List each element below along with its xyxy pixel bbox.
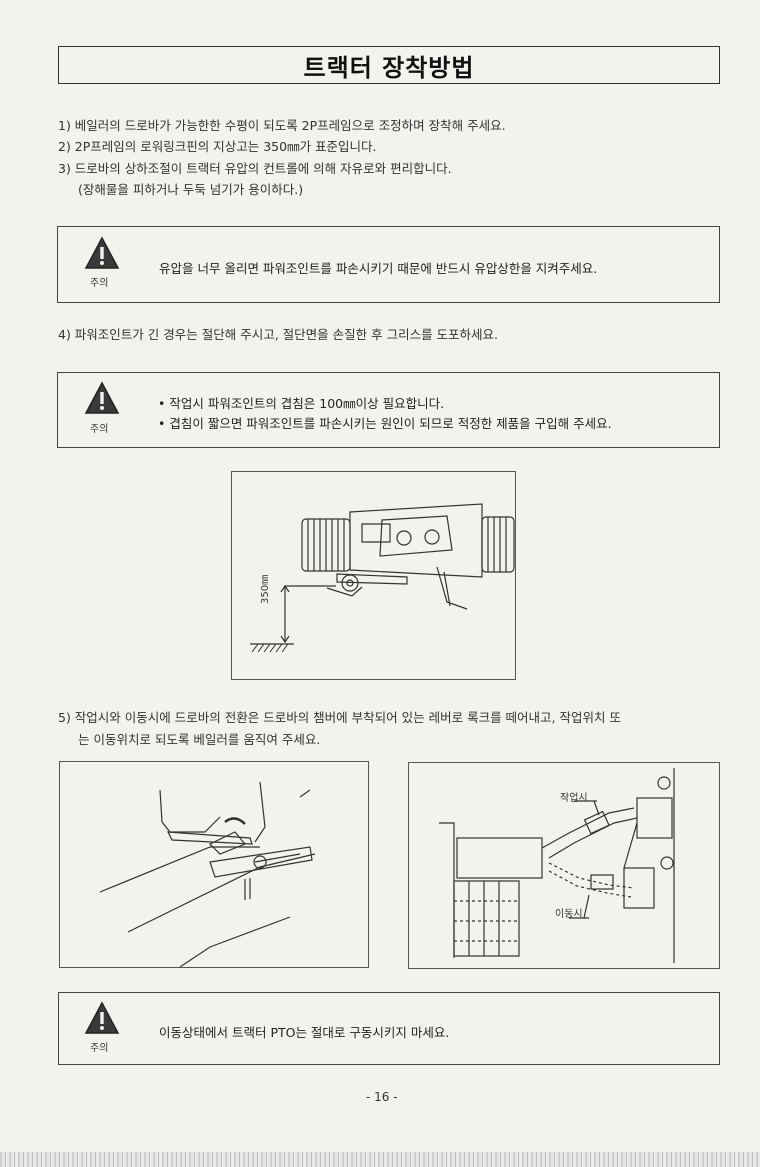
instruction-1: 1) 베일러의 드로바가 가능한한 수평이 되도록 2P프레임으로 조정하며 장… bbox=[58, 118, 506, 133]
warning-box-2: 주의 • 작업시 파워조인트의 겹침은 100㎜이상 필요합니다. • 겹침이 … bbox=[57, 372, 720, 448]
figure-drawbar-lever bbox=[59, 761, 369, 968]
hitch-illustration bbox=[250, 503, 515, 653]
warning-triangle-icon bbox=[84, 381, 120, 414]
title-box: 트랙터 장착방법 bbox=[58, 46, 720, 84]
scan-edge bbox=[0, 1152, 760, 1167]
warning-box-1: 주의 유압을 너무 올리면 파워조인트를 파손시키기 때문에 반드시 유압상한을… bbox=[57, 226, 720, 303]
warning-text-3: 이동상태에서 트랙터 PTO는 절대로 구동시키지 마세요. bbox=[159, 1025, 450, 1040]
instruction-5a: 5) 작업시와 이동시에 드로바의 전환은 드로바의 챔버에 부착되어 있는 레… bbox=[58, 710, 621, 725]
label-move-position: 이동시 bbox=[555, 909, 583, 920]
warning-box-3: 주의 이동상태에서 트랙터 PTO는 절대로 구동시키지 마세요. bbox=[58, 992, 720, 1065]
warning-label-3: 주의 bbox=[90, 1043, 109, 1054]
warning-text-2a: • 작업시 파워조인트의 겹침은 100㎜이상 필요합니다. bbox=[158, 396, 445, 411]
figure-work-move-positions: 작업시 이동시 bbox=[408, 762, 720, 969]
instruction-3: 3) 드로바의 상하조절이 트랙터 유압의 컨트롤에 의해 자유로와 편리합니다… bbox=[58, 161, 452, 176]
warning-text-1: 유압을 너무 올리면 파워조인트를 파손시키기 때문에 반드시 유압상한을 지켜… bbox=[159, 261, 598, 276]
warning-triangle-icon bbox=[84, 236, 120, 269]
positions-illustration bbox=[439, 768, 675, 963]
warning-label-2: 주의 bbox=[90, 424, 109, 435]
lever-illustration bbox=[99, 781, 316, 968]
instruction-4: 4) 파워조인트가 긴 경우는 절단해 주시고, 절단면을 손질한 후 그리스를… bbox=[58, 327, 499, 342]
instruction-2: 2) 2P프레임의 로워링크핀의 지상고는 350㎜가 표준입니다. bbox=[58, 139, 377, 154]
instruction-3-note: (장해물을 피하거나 두둑 넘기가 용이하다.) bbox=[78, 182, 304, 197]
label-work-position: 작업시 bbox=[560, 793, 588, 804]
page-title: 트랙터 장착방법 bbox=[303, 53, 475, 82]
warning-label-1: 주의 bbox=[90, 278, 109, 289]
warning-triangle-icon bbox=[84, 1001, 120, 1034]
figure-hitch-height: 350㎜ bbox=[231, 471, 516, 680]
instruction-5b: 는 이동위치로 되도록 베일러를 움직여 주세요. bbox=[78, 732, 321, 747]
dimension-label-350mm: 350㎜ bbox=[260, 574, 271, 604]
page-number: - 16 - bbox=[366, 1090, 398, 1104]
warning-text-2b: • 겹침이 짧으면 파워조인트를 파손시키는 원인이 되므로 적정한 제품을 구… bbox=[158, 416, 612, 431]
